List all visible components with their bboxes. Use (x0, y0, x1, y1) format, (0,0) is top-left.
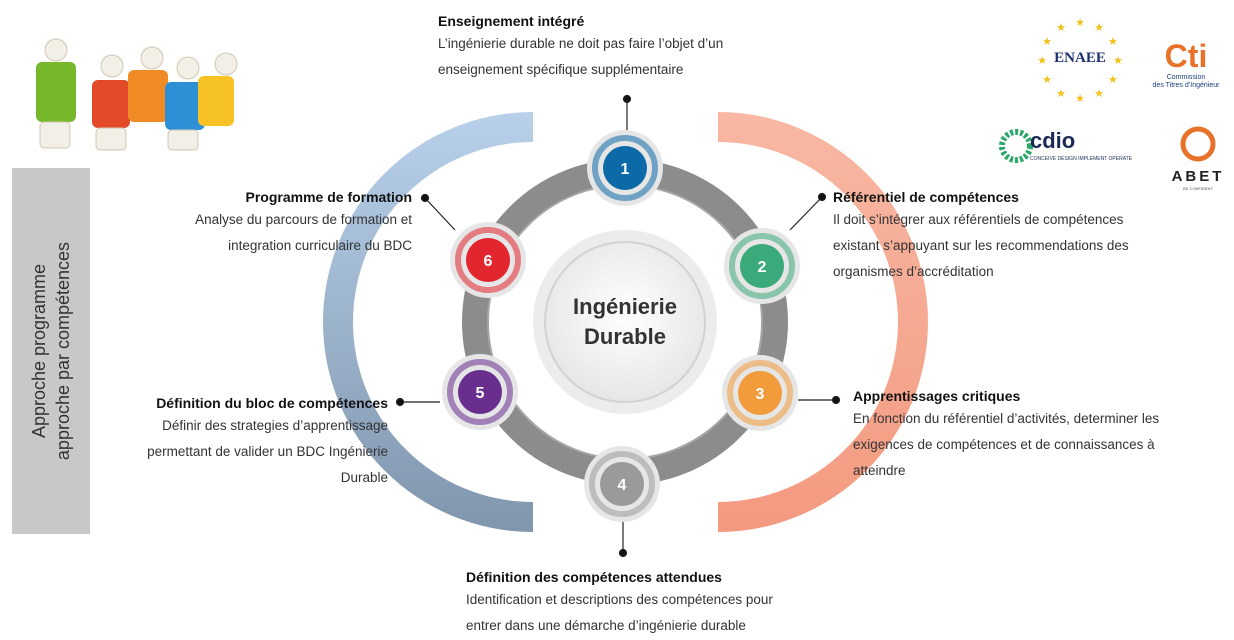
star-icon: ★ (1094, 88, 1104, 100)
cti-logo-subtitle1: Commission (1166, 74, 1206, 81)
center-label: Ingénierie Durable (545, 292, 705, 352)
step-badge-ring (447, 359, 513, 425)
left-arc (323, 112, 533, 532)
star-icon: ★ (1042, 36, 1052, 48)
center-label-line2: Durable (584, 324, 666, 349)
star-icon: ★ (1037, 55, 1047, 67)
enaee-stars: ★ ★ ★ ★ ★ ★ ★ ★ ★ ★ ★ ★ (1037, 17, 1123, 105)
step-badge-fill (738, 371, 782, 415)
cdio-logo-text: cdio (1030, 128, 1076, 153)
block-text: En fonction du référentiel d’activités, … (853, 406, 1159, 484)
block-line: Identification et descriptions des compé… (466, 592, 773, 607)
block-line: Il doit s’intégrer aux référentiels de c… (833, 212, 1124, 227)
step-badge-fill (740, 244, 784, 288)
cti-logo: Cti Commission des Titres d’Ingénieur (1138, 38, 1234, 106)
cdio-logo-tagline: CONCEIVE DESIGN IMPLEMENT OPERATE (1030, 156, 1133, 162)
enaee-logo-text: ENAEE (1054, 50, 1106, 66)
step-badge-ring (589, 451, 655, 517)
block-line: permettant de valider un BDC Ingénierie (147, 444, 388, 459)
block-text: Identification et descriptions des compé… (466, 587, 773, 639)
block-line: enseignement spécifique supplémentaire (438, 62, 684, 77)
abet-logo-tagline: BE CONFIDENT (1183, 186, 1213, 191)
center-circle (544, 241, 706, 403)
block-title: Apprentissages critiques (853, 388, 1021, 404)
block-text: Il doit s’intégrer aux référentiels de c… (833, 207, 1129, 285)
step-badge-ring (592, 135, 658, 201)
star-icon: ★ (1094, 22, 1104, 34)
block-line: En fonction du référentiel d’activités, … (853, 411, 1160, 426)
block-enseignement-integre: Enseignement intégré L’ingénierie durabl… (438, 13, 723, 83)
step-badge-4: 4 (584, 446, 660, 522)
step-badge-2: 2 (724, 228, 800, 304)
block-title: Définition du bloc de compétences (156, 395, 388, 411)
block-title: Définition des compétences attendues (466, 569, 722, 585)
block-line: entrer dans une démarche d’ingénierie du… (466, 618, 746, 633)
cti-logo-text: Cti (1164, 38, 1208, 74)
star-icon: ★ (1056, 88, 1066, 100)
star-icon: ★ (1075, 17, 1085, 29)
block-title: Enseignement intégré (438, 13, 585, 29)
enaee-logo: ENAEE (1040, 14, 1120, 104)
abet-ring (1180, 126, 1216, 162)
block-line: L’ingénierie durable ne doit pas faire l… (438, 36, 724, 51)
abet-logo: ABET BE CONFIDENT (1162, 120, 1234, 200)
step-number: 2 (758, 259, 767, 276)
block-apprentissages-critiques: Apprentissages critiques En fonction du … (853, 388, 1159, 484)
block-line: Durable (340, 470, 388, 485)
step-number: 1 (621, 161, 630, 178)
block-definition-competences-attendues: Définition des compétences attendues Ide… (466, 569, 773, 639)
step-badge-6: 6 (450, 222, 526, 298)
block-referentiel-competences: Référentiel de compétences Il doit s’int… (833, 189, 1129, 285)
step-badge-fill (600, 462, 644, 506)
star-icon: ★ (1075, 93, 1085, 105)
star-icon: ★ (1113, 55, 1123, 67)
cdio-logo: cdio CONCEIVE DESIGN IMPLEMENT OPERATE (998, 120, 1148, 172)
block-line: Définir des strategies d’apprentissage (162, 418, 388, 433)
block-title: Programme de formation (245, 189, 412, 205)
block-programme-formation: Programme de formation Analyse du parcou… (110, 189, 412, 259)
block-line: atteindre (853, 463, 906, 478)
step-number: 6 (484, 253, 493, 270)
step-badge-3: 3 (722, 355, 798, 431)
block-line: integration curriculaire du BDC (228, 238, 412, 253)
step-number: 5 (476, 385, 485, 402)
center-label-line1: Ingénierie (573, 294, 677, 319)
block-line: organismes d’accréditation (833, 264, 994, 279)
puzzle-people-image (36, 38, 238, 151)
step-badge-fill (458, 370, 502, 414)
star-icon: ★ (1108, 36, 1118, 48)
block-definition-bloc-competences: Définition du bloc de compétences Défini… (88, 395, 388, 491)
star-icon: ★ (1056, 22, 1066, 34)
block-line: exigences de compétences et de connaissa… (853, 437, 1155, 452)
cti-logo-subtitle2: des Titres d’Ingénieur (1152, 82, 1220, 89)
block-line: existant s’appuyant sur les recommendati… (833, 238, 1129, 253)
star-icon: ★ (1042, 74, 1052, 86)
step-badge-5: 5 (442, 354, 518, 430)
step-badge-ring (455, 227, 521, 293)
block-text: Analyse du parcours de formation et inte… (110, 207, 412, 259)
cdio-mark (999, 129, 1033, 163)
step-number: 4 (618, 477, 627, 494)
side-label-line1: Approche programme (29, 263, 49, 439)
side-label-line2: approche par compétences (53, 241, 73, 461)
step-badge-fill (466, 238, 510, 282)
abet-logo-text: ABET (1171, 168, 1225, 185)
step-badge-ring (729, 233, 795, 299)
side-label-panel: Approche programme approche par compéten… (12, 168, 90, 534)
step-number: 3 (756, 386, 765, 403)
block-line: Analyse du parcours de formation et (195, 212, 412, 227)
block-text: Définir des strategies d’apprentissage p… (88, 413, 388, 491)
right-arc (718, 112, 928, 532)
step-badge-ring (727, 360, 793, 426)
block-title: Référentiel de compétences (833, 189, 1019, 205)
side-label: Approche programme approche par compéten… (27, 171, 75, 531)
star-icon: ★ (1108, 74, 1118, 86)
block-text: L’ingénierie durable ne doit pas faire l… (438, 31, 723, 83)
step-badge-fill (603, 146, 647, 190)
step-badge-1: 1 (587, 130, 663, 206)
